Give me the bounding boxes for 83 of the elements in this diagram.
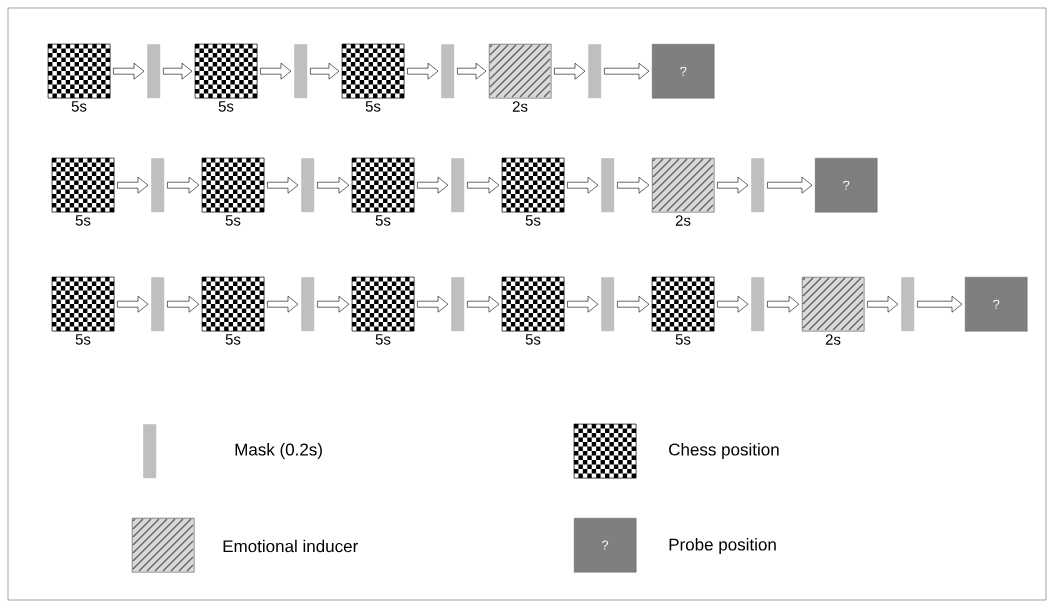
block-arrow <box>417 176 449 194</box>
duration-label: 5s <box>375 334 391 345</box>
chessboard-box <box>501 157 565 213</box>
block-arrow <box>767 176 813 194</box>
block-arrow <box>117 295 149 313</box>
legend-label: Chess position <box>669 443 779 459</box>
block-arrow <box>267 295 299 313</box>
hatched-box <box>489 44 552 99</box>
block-arrow <box>457 62 487 80</box>
block-arrow <box>260 62 292 80</box>
question-mark: ? <box>601 540 609 550</box>
mask-bar <box>294 44 308 99</box>
duration-label: 5s <box>525 334 541 345</box>
mask-bar <box>588 44 602 99</box>
legend-label: Emotional inducer <box>223 539 358 553</box>
mask-bar <box>301 277 315 332</box>
chessboard-box <box>341 43 405 99</box>
mask-bar <box>151 158 165 213</box>
duration-label: 5s <box>225 215 241 226</box>
block-arrow <box>617 295 650 313</box>
probe-box: ? <box>815 158 878 213</box>
block-arrow <box>717 176 749 194</box>
block-arrow <box>917 295 963 313</box>
block-arrow <box>407 62 439 80</box>
chessboard-box <box>351 276 415 332</box>
mask-bar <box>601 158 615 213</box>
hatched-box <box>652 158 715 213</box>
chessboard-box <box>651 276 715 332</box>
duration-label: 2s <box>825 334 841 345</box>
mask-bar <box>751 277 765 332</box>
block-arrow <box>267 176 299 194</box>
block-arrow <box>117 176 149 194</box>
block-arrow <box>767 295 800 313</box>
block-arrow <box>167 295 200 313</box>
duration-label: 5s <box>75 334 91 345</box>
legend-label: Mask (0.2s) <box>235 443 322 459</box>
legend-label: Probe position <box>669 538 776 554</box>
duration-label: 5s <box>525 215 541 226</box>
duration-label: 5s <box>675 334 691 345</box>
probe-box: ? <box>652 44 715 99</box>
block-arrow <box>604 62 650 80</box>
block-arrow <box>567 176 599 194</box>
duration-label: 5s <box>75 215 91 226</box>
block-arrow <box>417 295 449 313</box>
mask-bar <box>151 277 165 332</box>
block-arrow <box>567 295 599 313</box>
mask-bar <box>751 158 765 213</box>
block-arrow <box>617 176 650 194</box>
duration-label: 5s <box>218 101 234 112</box>
chessboard-box <box>51 157 115 213</box>
chessboard-box <box>194 43 258 99</box>
duration-label: 5s <box>375 215 391 226</box>
chessboard-box <box>47 43 111 99</box>
chessboard-box <box>351 157 415 213</box>
block-arrow <box>163 62 193 80</box>
chessboard-box <box>501 276 565 332</box>
duration-label: 2s <box>675 215 691 226</box>
mask-bar <box>901 277 915 332</box>
mask-bar <box>451 277 465 332</box>
probe-box: ? <box>965 277 1028 332</box>
mask-bar <box>451 158 465 213</box>
mask-bar <box>441 44 455 99</box>
block-arrow <box>867 295 899 313</box>
chessboard-box <box>51 276 115 332</box>
mask-bar <box>301 158 315 213</box>
duration-label: 5s <box>365 101 381 112</box>
chessboard-box <box>201 276 265 332</box>
mask-bar <box>601 277 615 332</box>
mask-bar <box>147 44 161 99</box>
block-arrow <box>467 295 500 313</box>
block-arrow <box>113 62 145 80</box>
hatched-box <box>802 277 865 332</box>
block-arrow <box>717 295 749 313</box>
block-arrow <box>317 176 350 194</box>
block-arrow <box>467 176 500 194</box>
duration-label: 5s <box>71 101 87 112</box>
block-arrow <box>554 62 586 80</box>
duration-label: 5s <box>225 334 241 345</box>
block-arrow <box>317 295 350 313</box>
chessboard-box <box>201 157 265 213</box>
block-arrow <box>310 62 340 80</box>
duration-label: 2s <box>512 101 528 112</box>
block-arrow <box>167 176 200 194</box>
